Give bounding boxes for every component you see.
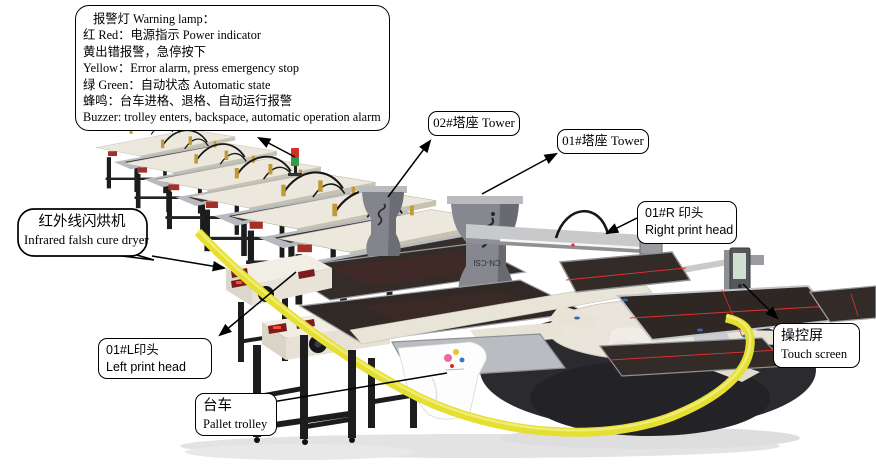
label-line: Pallet trolley: [203, 417, 268, 431]
arrow-touch-screen: [742, 283, 779, 320]
label-tower-02: 02#塔座 Tower: [428, 111, 520, 136]
brand-logo-text: CN-CSI: [473, 258, 501, 267]
label-touch-screen: 操控屏 Touch screen: [773, 323, 860, 368]
front-leg-overlay: [300, 335, 356, 439]
label-line: 01#L印头: [106, 343, 159, 357]
air-hose: [554, 209, 610, 239]
carousel-arm-beam: [349, 279, 653, 345]
label-left-print-head: 01#L印头 Left print head: [98, 338, 212, 379]
tower-02: [359, 186, 407, 256]
label-line: Left print head: [106, 359, 186, 374]
label-line: 红外线闪烘机: [38, 214, 126, 230]
arrow-warning-lamp: [257, 136, 296, 158]
annotation-arrows: [151, 136, 779, 403]
label-line: 台车: [203, 398, 232, 414]
warning-line: 绿 Green：自动状态 Automatic state: [83, 77, 271, 92]
screen-platen-rear-tint: [330, 252, 492, 286]
arrow-tower-01: [481, 152, 558, 195]
dryer-label-bubble: [17, 208, 155, 261]
label-line: Infrared falsh cure dryer: [24, 233, 149, 247]
label-pallet-trolley: 台车 Pallet trolley: [195, 393, 277, 436]
arrow-infrared-dryer: [151, 255, 227, 272]
warning-line: 报警灯 Warning lamp：: [93, 12, 215, 26]
label-line: Right print head: [645, 223, 734, 237]
label-line: 操控屏: [781, 329, 823, 344]
safety-rail: [194, 228, 755, 437]
arrow-tower-02: [387, 139, 432, 198]
label-right-print-head: 01#R 印头 Right print head: [637, 201, 737, 244]
warning-line: Yellow：Error alarm, press emergency stop: [83, 61, 300, 76]
warning-line: 黄出错报警，急停按下: [83, 44, 206, 59]
label-warning-lamp: 报警灯 Warning lamp： 红 Red：电源指示 Power indic…: [75, 5, 390, 131]
arrow-right-print-head: [604, 217, 638, 235]
arrow-left-print-head: [218, 271, 297, 337]
label-tower-01: 01#塔座 Tower: [557, 129, 649, 154]
pallet-platens: [558, 251, 876, 377]
arrow-pallet-trolley: [271, 372, 448, 403]
screen-platen-front-tint: [360, 290, 545, 326]
warning-line: Buzzer: trolley enters, backspace, autom…: [83, 110, 381, 125]
touch-screen-display: [733, 253, 746, 279]
label-infrared-dryer: 红外线闪烘机 Infrared falsh cure dryer: [17, 209, 149, 256]
label-line: 01#R 印头: [645, 206, 704, 220]
label-line: Touch screen: [781, 347, 848, 361]
warning-line: 红 Red：电源指示 Power indicator: [83, 28, 261, 43]
warning-line: 蜂鸣：台车进格、退格、自动运行报警: [83, 94, 293, 109]
